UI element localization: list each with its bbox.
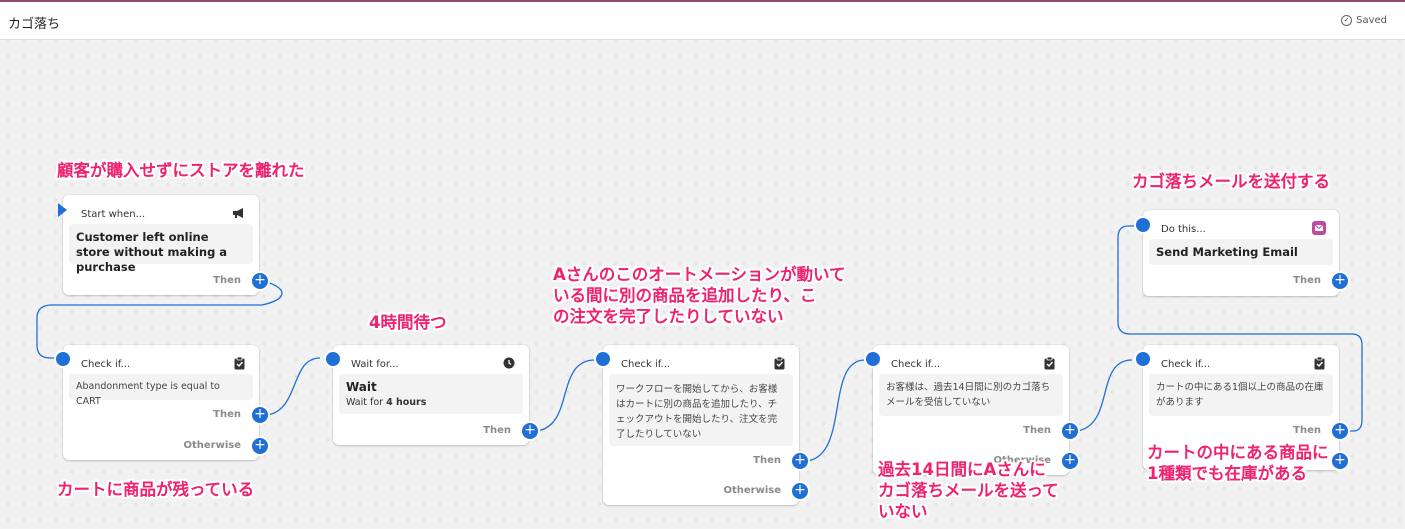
check3-otherwise-add-button[interactable]: + bbox=[1062, 453, 1078, 469]
wait-heading: Wait for... bbox=[351, 359, 399, 370]
trigger-condition: Customer left online store without makin… bbox=[69, 224, 253, 274]
check1-input-node bbox=[56, 352, 70, 366]
saved-status: ✓ Saved bbox=[1341, 15, 1387, 26]
annotation-wait: 4時間待つ bbox=[369, 313, 447, 332]
check-if-no-recent-email-card[interactable]: Check if... お客様は、過去14日間に別のカゴ落ちメールを受信していな… bbox=[873, 345, 1069, 475]
wait-then-label: Then bbox=[483, 425, 511, 436]
saved-label: Saved bbox=[1356, 15, 1387, 26]
start-marker-icon bbox=[58, 203, 67, 217]
check1-condition: Abandonment type is equal to CART bbox=[69, 374, 253, 407]
check1-then-label: Then bbox=[213, 409, 241, 420]
trigger-then-label: Then bbox=[213, 275, 241, 286]
check-if-in-stock-card[interactable]: Check if... カートの中にある1個以上の商品の在庫があります Then bbox=[1143, 345, 1339, 470]
clipboard-icon bbox=[1311, 355, 1327, 371]
action-input-node bbox=[1136, 218, 1150, 232]
annotation-in-stock: カートの中にある商品に 1種類でも在庫がある bbox=[1147, 442, 1329, 484]
wait-duration-prefix: Wait for bbox=[346, 397, 387, 408]
wait-card[interactable]: Wait for... Wait Wait for 4 hours Then bbox=[333, 345, 529, 445]
check4-then-label: Then bbox=[1293, 425, 1321, 436]
check4-then-add-button[interactable]: + bbox=[1332, 423, 1348, 439]
check4-condition: カートの中にある1個以上の商品の在庫があります bbox=[1149, 374, 1333, 416]
annotation-no-recent-email: 過去14日間にAさんに カゴ落ちメールを送って いない bbox=[878, 459, 1059, 522]
check-circle-icon: ✓ bbox=[1341, 15, 1353, 26]
trigger-card[interactable]: Start when... Customer left online store… bbox=[63, 195, 259, 295]
wait-duration-value: 4 hours bbox=[386, 397, 427, 408]
annotation-in-stock-line2: 1種類でも在庫がある bbox=[1147, 464, 1307, 483]
clipboard-icon bbox=[771, 355, 787, 371]
check3-otherwise-label: Otherwise bbox=[993, 455, 1051, 466]
check2-condition: ワークフローを開始してから、お客様はカートに別の商品を追加したり、チェックアウト… bbox=[609, 374, 793, 446]
action-then-label: Then bbox=[1293, 275, 1321, 286]
check2-otherwise-label: Otherwise bbox=[723, 485, 781, 496]
email-icon bbox=[1311, 220, 1327, 236]
annotation-trigger: 顧客が購入せずにストアを離れた bbox=[57, 161, 305, 180]
wait-then-add-button[interactable]: + bbox=[522, 423, 538, 439]
check1-then-add-button[interactable]: + bbox=[252, 407, 268, 423]
check4-input-node bbox=[1136, 352, 1150, 366]
clock-icon bbox=[501, 355, 517, 371]
clipboard-icon bbox=[1041, 355, 1057, 371]
check4-heading: Check if... bbox=[1161, 359, 1211, 370]
trigger-then-add-button[interactable]: + bbox=[252, 273, 268, 289]
trigger-heading: Start when... bbox=[81, 209, 146, 220]
top-bar: カゴ落ち ✓ Saved bbox=[0, 0, 1405, 40]
annotation-no-recent-email-line1: 過去14日間にAさんに bbox=[878, 460, 1046, 479]
wait-title: Wait bbox=[346, 380, 377, 394]
action-heading: Do this... bbox=[1161, 224, 1206, 235]
check3-then-label: Then bbox=[1023, 425, 1051, 436]
wait-detail: Wait Wait for 4 hours bbox=[339, 374, 523, 414]
check4-otherwise-add-button[interactable]: + bbox=[1332, 453, 1348, 469]
annotation-no-activity-line2: いる間に別の商品を追加したり、こ bbox=[553, 286, 817, 305]
check1-otherwise-add-button[interactable]: + bbox=[252, 438, 268, 454]
send-email-card[interactable]: Do this... Send Marketing Email Then bbox=[1143, 210, 1339, 296]
check3-input-node bbox=[866, 352, 880, 366]
wait-input-node bbox=[326, 352, 340, 366]
check3-heading: Check if... bbox=[891, 359, 941, 370]
annotation-no-activity: Aさんのこのオートメーションが動いて いる間に別の商品を追加したり、こ の注文を… bbox=[553, 264, 845, 327]
check3-then-add-button[interactable]: + bbox=[1062, 423, 1078, 439]
megaphone-icon bbox=[231, 205, 247, 221]
check3-condition: お客様は、過去14日間に別のカゴ落ちメールを受信していない bbox=[879, 374, 1063, 416]
action-description: Send Marketing Email bbox=[1149, 239, 1333, 265]
check2-then-add-button[interactable]: + bbox=[792, 453, 808, 469]
check2-then-label: Then bbox=[753, 455, 781, 466]
workflow-title[interactable]: カゴ落ち bbox=[8, 17, 61, 32]
annotation-cart-items: カートに商品が残っている bbox=[57, 480, 255, 499]
clipboard-icon bbox=[231, 355, 247, 371]
check-if-no-activity-card[interactable]: Check if... ワークフローを開始してから、お客様はカートに別の商品を追… bbox=[603, 345, 799, 505]
check1-heading: Check if... bbox=[81, 359, 131, 370]
annotation-send-email: カゴ落ちメールを送付する bbox=[1132, 172, 1330, 191]
check1-otherwise-label: Otherwise bbox=[183, 440, 241, 451]
check2-input-node bbox=[596, 352, 610, 366]
annotation-no-recent-email-line3: いない bbox=[878, 502, 928, 521]
annotation-no-activity-line1: Aさんのこのオートメーションが動いて bbox=[553, 265, 846, 284]
check-if-cart-card[interactable]: Check if... Abandonment type is equal to… bbox=[63, 345, 259, 460]
annotation-in-stock-line1: カートの中にある商品に bbox=[1147, 443, 1329, 462]
annotation-no-recent-email-line2: カゴ落ちメールを送って bbox=[878, 481, 1059, 500]
check2-otherwise-add-button[interactable]: + bbox=[792, 483, 808, 499]
check2-heading: Check if... bbox=[621, 359, 671, 370]
wait-duration: Wait for 4 hours bbox=[346, 395, 516, 410]
action-then-add-button[interactable]: + bbox=[1332, 273, 1348, 289]
annotation-no-activity-line3: の注文を完了したりしていない bbox=[553, 307, 784, 326]
